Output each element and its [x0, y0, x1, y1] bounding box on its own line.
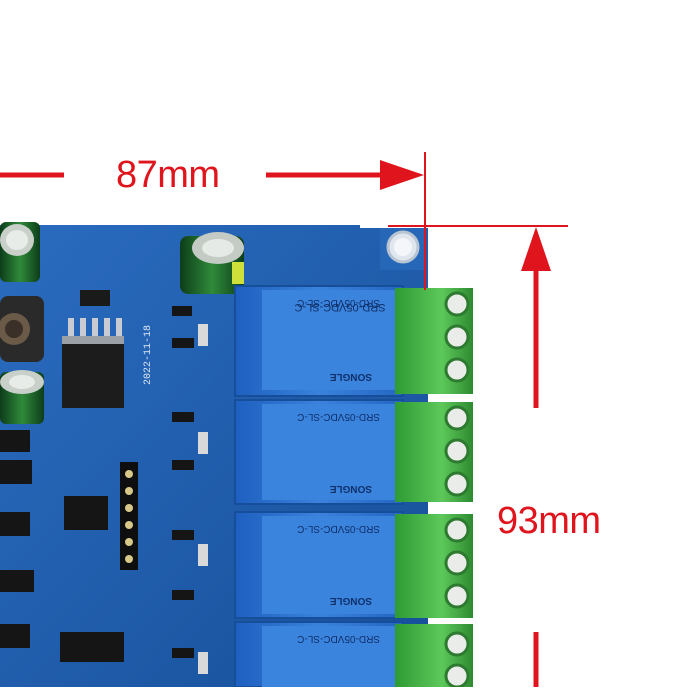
svg-text:SRD-05VDC-SL-C: SRD-05VDC-SL-C	[297, 523, 380, 534]
relay	[234, 399, 404, 505]
relay	[234, 511, 404, 619]
capacitor	[0, 222, 40, 282]
svg-text:SRD-05VDC-SL-C: SRD-05VDC-SL-C	[297, 297, 380, 308]
pin-header	[120, 462, 138, 570]
height-dimension-label: 93mm	[497, 500, 601, 542]
smd-components	[0, 306, 194, 662]
terminal-block	[395, 624, 473, 689]
dimension-lines	[0, 152, 568, 687]
height-arrow-head	[521, 227, 551, 271]
voltage-regulator	[62, 290, 124, 408]
relay	[234, 621, 404, 688]
svg-text:SRD-05VDC-SL-C: SRD-05VDC-SL-C	[297, 411, 380, 422]
relay-model-text: SRD-05VDC-SL-C	[294, 301, 385, 313]
terminal-block	[395, 402, 473, 502]
svg-text:SONGLE: SONGLE	[329, 371, 372, 382]
inductor	[0, 296, 44, 362]
svg-text:SRD-05VDC-SL-C: SRD-05VDC-SL-C	[297, 633, 380, 644]
relay-markings: SRD-05VDC-SL-C SRD-05VDC-SL-C SRD-05VDC-…	[297, 297, 380, 644]
terminal-block	[395, 288, 473, 394]
width-dimension-label: 87mm	[116, 154, 220, 196]
svg-text:SONGLE: SONGLE	[329, 483, 372, 494]
capacitor	[0, 370, 44, 424]
terminal-block	[395, 514, 473, 618]
svg-text:SONGLE: SONGLE	[329, 595, 372, 606]
width-arrow-head	[380, 160, 424, 190]
capacitor	[180, 232, 244, 294]
date-silkscreen: 2022-11-18	[143, 325, 154, 385]
relay: SRD-05VDC-SL-C	[234, 285, 404, 397]
indicator-parts	[198, 324, 208, 674]
